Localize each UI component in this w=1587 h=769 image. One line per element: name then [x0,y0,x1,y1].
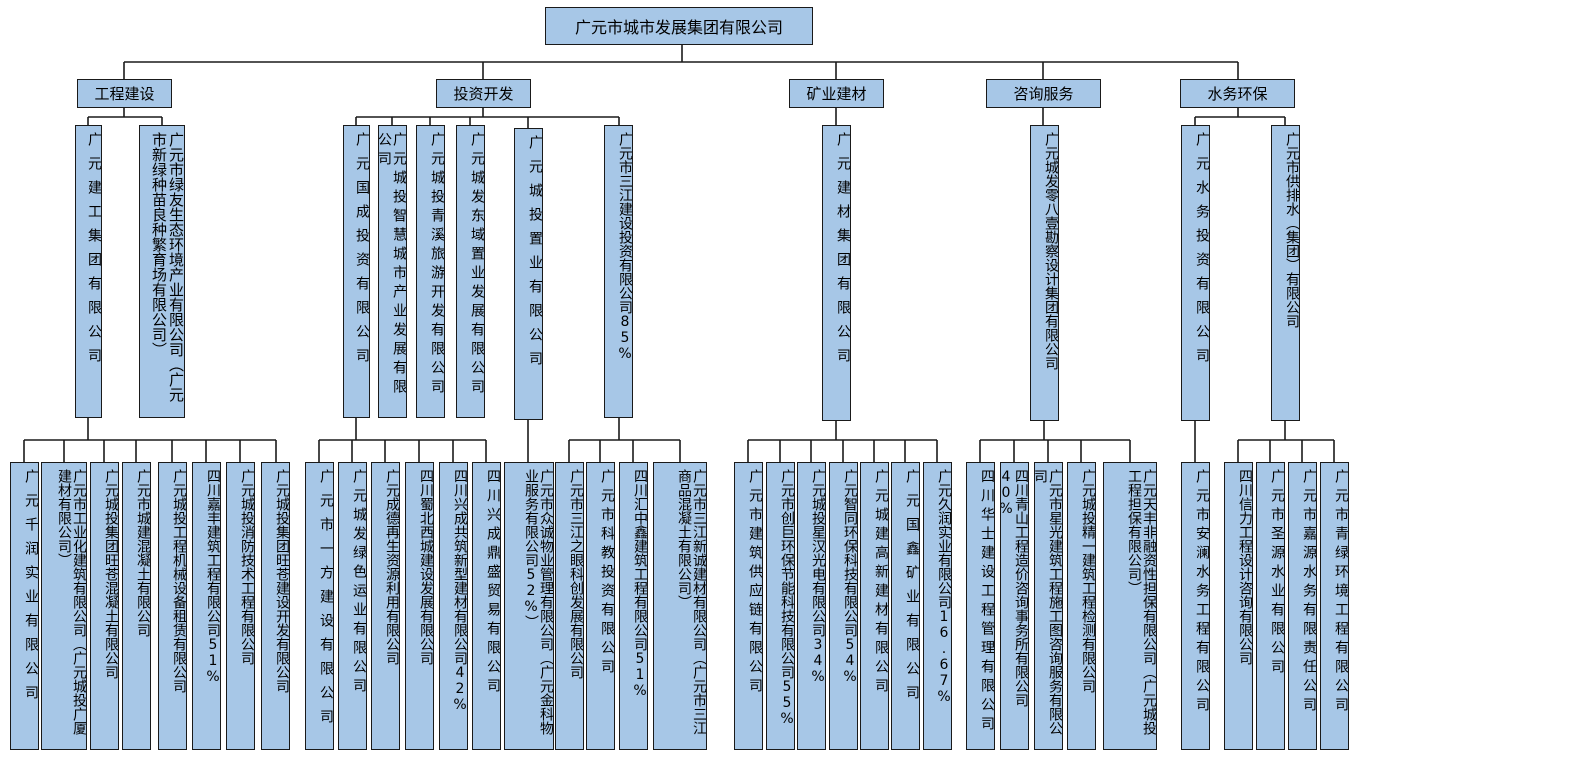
subsidiary-node[interactable]: 四川嘉丰建筑工程有限公司51% [192,462,221,750]
subsidiary-node[interactable]: 四川华士建设工程管理有限公司 [966,462,995,750]
subsidiary-node[interactable]: 广元市工业化建筑有限公司（广元城投广厦建材有限公司） [41,462,87,750]
subsidiary-node[interactable]: 广元久润实业有限公司16.67% [923,462,952,750]
subsidiary-node[interactable]: 广元城投星汉光电有限公司34% [797,462,826,750]
subsidiary-node[interactable]: 四川蜀北西城建设发展有限公司 [405,462,434,750]
subsidiary-node[interactable]: 广元市一方建设有限公司 [305,462,334,750]
subsidiary-node[interactable]: 广元市青绿环境工程有限公司 [1320,462,1349,750]
subsidiary-node[interactable]: 广元城投工程机械设备租赁有限公司 [158,462,187,750]
company-node[interactable]: 广元市供排水（集团）有限公司 [1271,125,1300,421]
category-consulting[interactable]: 咨询服务 [986,79,1101,108]
company-node[interactable]: 广元建材集团有限公司 [822,125,851,421]
subsidiary-node[interactable]: 四川信力工程设计咨询有限公司 [1224,462,1253,750]
subsidiary-node[interactable]: 广元城投消防技术工程有限公司 [226,462,255,750]
subsidiary-node[interactable]: 广元市三江新诚建材有限公司（广元市三江商品混凝土有限公司） [653,462,707,750]
subsidiary-node[interactable]: 广元智同环保科技有限公司54% [829,462,858,750]
subsidiary-node[interactable]: 广元市圣源水业有限公司 [1256,462,1285,750]
company-node[interactable]: 广元国成投资有限公司 [343,125,370,418]
subsidiary-node[interactable]: 广元千润实业有限公司 [10,462,39,750]
category-mining-materials[interactable]: 矿业建材 [789,79,884,108]
subsidiary-node[interactable]: 广元市嘉源水务有限责任公司 [1288,462,1317,750]
subsidiary-node[interactable]: 广元市科教投资有限公司 [586,462,615,750]
subsidiary-node[interactable]: 四川汇中鑫建筑工程有限公司51% [619,462,648,750]
company-node[interactable]: 广元城投青溪旅游开发有限公司 [416,125,445,418]
category-engineering[interactable]: 工程建设 [77,79,172,108]
subsidiary-node[interactable]: 广元国鑫矿业有限公司 [891,462,920,750]
category-water[interactable]: 水务环保 [1180,79,1295,108]
subsidiary-node[interactable]: 四川兴成共筑新型建材有限公司42% [439,462,468,750]
company-node[interactable]: 广元城发零八壹勘察设计集团有限公司 [1030,125,1059,421]
subsidiary-node[interactable]: 广元城投集团旺苍建设开发有限公司 [261,462,290,750]
subsidiary-node[interactable]: 广元市三江之眼科创发展有限公司 [555,462,584,750]
subsidiary-node[interactable]: 广元市星光建筑工程施工图咨询服务有限公司 [1034,462,1063,750]
subsidiary-node[interactable]: 广元市众诚物业管理有限公司（广元金科物业服务有限公司52%） [504,462,554,750]
subsidiary-node[interactable]: 广元市城建混凝土有限公司 [122,462,151,750]
subsidiary-node[interactable]: 广元市创巨环保节能科技有限公司55% [766,462,795,750]
subsidiary-node[interactable]: 四川兴成鼎盛贸易有限公司 [472,462,501,750]
company-node[interactable]: 广元城发东域置业发展有限公司 [456,125,485,418]
subsidiary-node[interactable]: 广元天丰非融资性担保有限公司（广元城投工程担保有限公司） [1103,462,1157,750]
company-node[interactable]: 广元城投智慧城市产业发展有限公司 [378,125,407,418]
subsidiary-node[interactable]: 广元城发绿色运业有限公司 [338,462,367,750]
company-node[interactable]: 广元市绿友生态环境产业有限公司（广元市新绿种苗良种繁育场有限公司） [139,125,185,418]
company-node[interactable]: 广元市三江建设投资有限公司85% [604,125,633,418]
subsidiary-node[interactable]: 广元成德再生资源利用有限公司 [371,462,400,750]
company-node[interactable]: 广元城投置业有限公司 [514,128,543,420]
subsidiary-node[interactable]: 广元城投精一建筑工程检测有限公司 [1067,462,1096,750]
subsidiary-node[interactable]: 四川青山工程造价咨询事务所有限公司40% [1000,462,1029,750]
subsidiary-node[interactable]: 广元城投集团旺苍混凝土有限公司 [90,462,119,750]
company-node[interactable]: 广元建工集团有限公司 [75,125,102,418]
root-node[interactable]: 广元市城市发展集团有限公司 [545,7,813,45]
subsidiary-node[interactable]: 广元城建高新建材有限公司 [860,462,889,750]
category-investment[interactable]: 投资开发 [436,79,531,108]
company-node[interactable]: 广元水务投资有限公司 [1181,125,1210,421]
subsidiary-node[interactable]: 广元市安澜水务工程有限公司 [1181,462,1210,750]
subsidiary-node[interactable]: 广元市建筑供应链有限公司 [734,462,763,750]
